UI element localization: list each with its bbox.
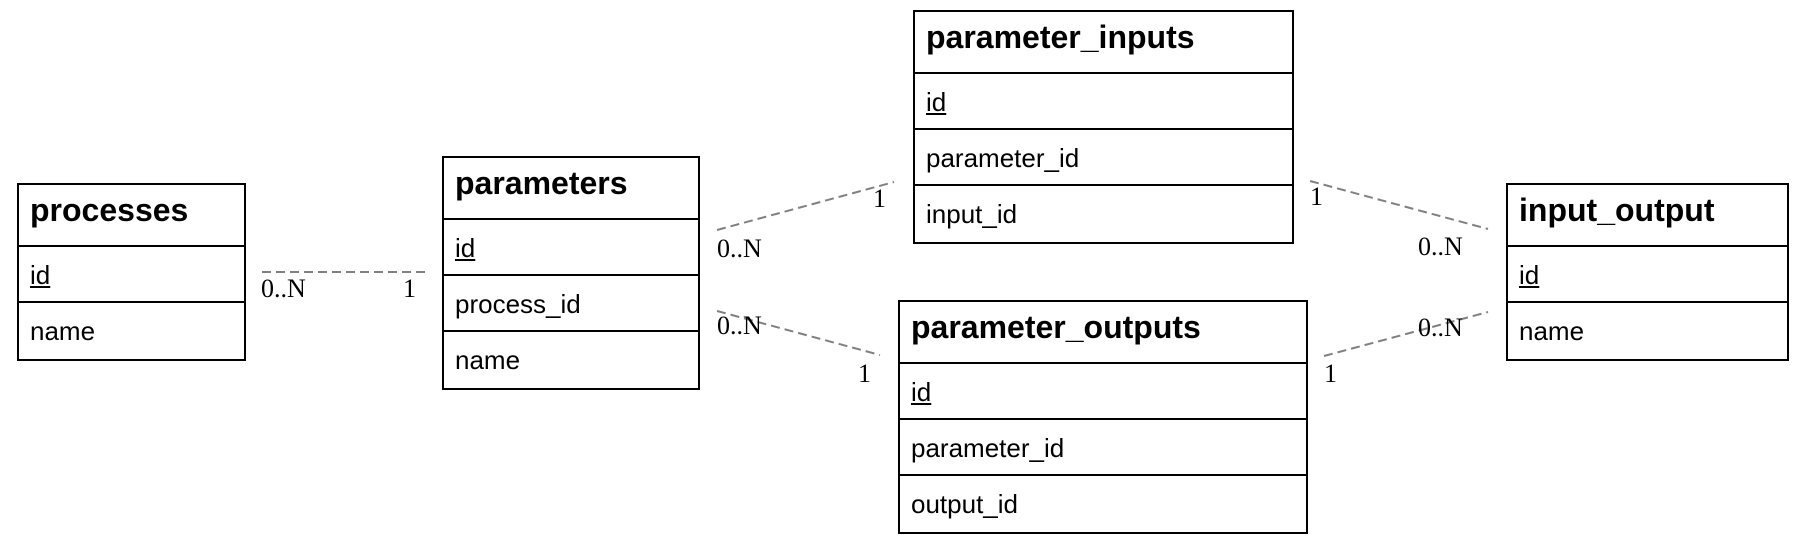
- cardinality-label: 1: [873, 184, 886, 213]
- entity-input-output[interactable]: input_output id name: [1506, 183, 1789, 361]
- entity-field-input-id: input_id: [926, 199, 1018, 229]
- entity-field-parameter-id: parameter_id: [900, 420, 1306, 476]
- cardinality-label: 1: [858, 359, 871, 388]
- entity-parameter-inputs[interactable]: parameter_inputs id parameter_id input_i…: [913, 10, 1294, 244]
- entity-field-id: id: [915, 74, 1292, 130]
- connector-parameter-inputs-input-output: [1309, 180, 1489, 230]
- entity-title: parameter_inputs: [915, 12, 1292, 74]
- connector-parameter-outputs-input-output: [1323, 311, 1489, 357]
- connector-parameters-parameter-inputs: [716, 181, 895, 231]
- cardinality-label: 0..N: [1418, 232, 1463, 261]
- entity-field-parameter-id: parameter_id: [915, 130, 1292, 186]
- entity-field-id: id: [1508, 247, 1787, 303]
- entity-field-process-id: process_id: [444, 276, 698, 332]
- entity-parameter-outputs[interactable]: parameter_outputs id parameter_id output…: [898, 300, 1308, 534]
- entity-field-id: id: [900, 364, 1306, 420]
- cardinality-label: 1: [1310, 182, 1323, 211]
- cardinality-label: 1: [1324, 359, 1337, 388]
- entity-field-name: name: [455, 345, 521, 375]
- entity-processes[interactable]: processes id name: [17, 183, 246, 361]
- cardinality-label: 1: [403, 274, 416, 303]
- cardinality-label: 0..N: [1418, 313, 1463, 342]
- cardinality-label: 0..N: [717, 311, 762, 340]
- entity-title: processes: [19, 185, 244, 247]
- entity-field-output-id: output_id: [911, 489, 1018, 519]
- entity-title: parameter_outputs: [900, 302, 1306, 364]
- entity-parameters[interactable]: parameters id process_id name: [442, 156, 700, 390]
- cardinality-label: 0..N: [261, 274, 306, 303]
- entity-title: input_output: [1508, 185, 1787, 247]
- connector-parameters-parameter-outputs: [716, 310, 881, 356]
- entity-field-name: name: [30, 316, 96, 346]
- entity-field-name: name: [1519, 316, 1585, 346]
- entity-title: parameters: [444, 158, 698, 220]
- entity-field-id: id: [444, 220, 698, 276]
- entity-field-id: id: [19, 247, 244, 303]
- cardinality-label: 0..N: [717, 234, 762, 263]
